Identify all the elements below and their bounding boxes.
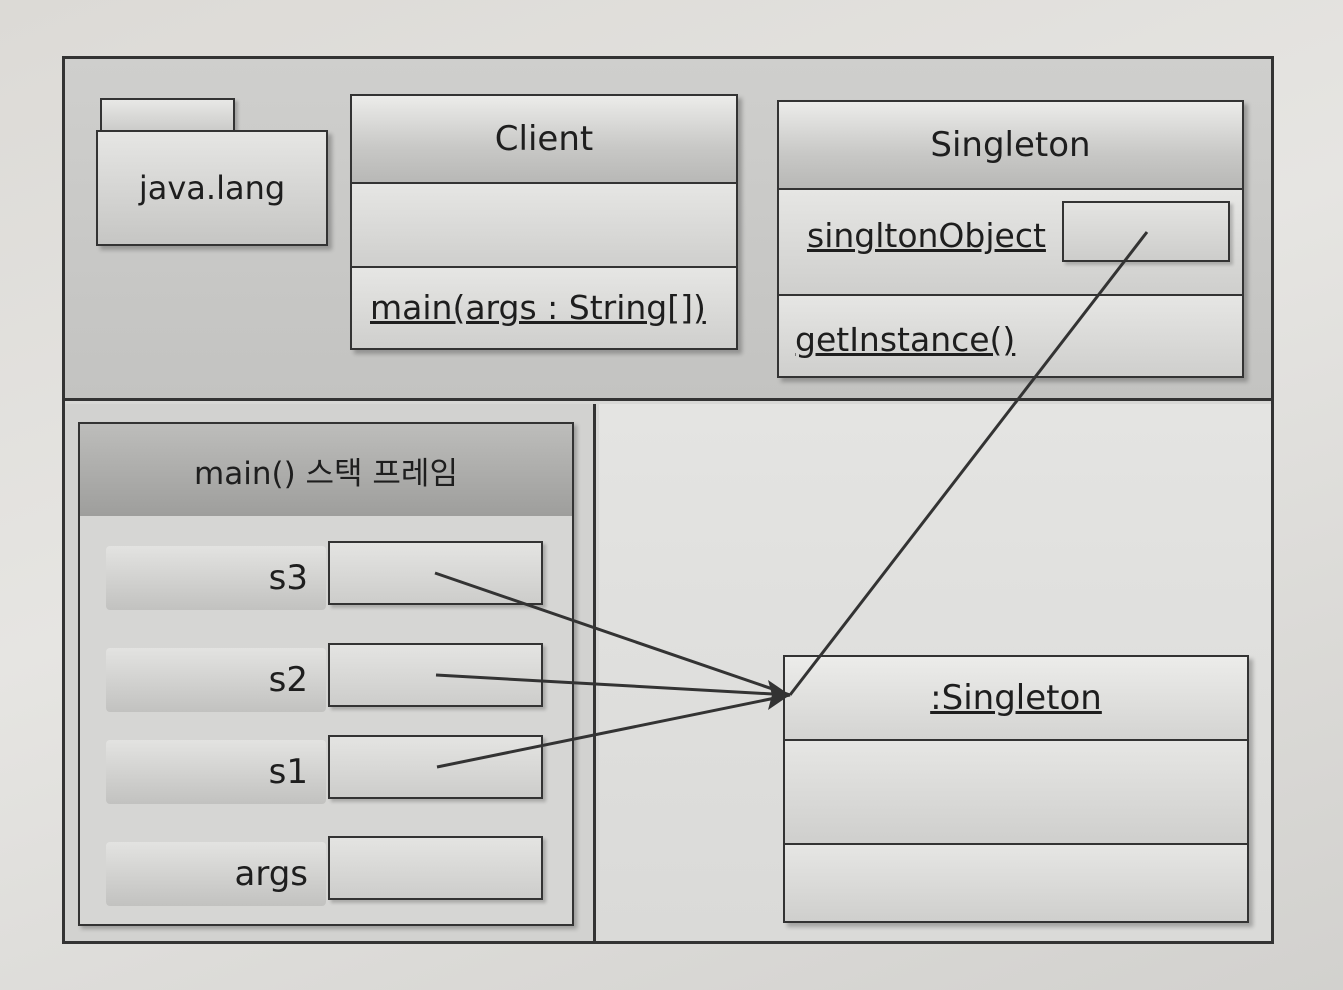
- var-slot-args: [328, 836, 543, 900]
- package-tab: [100, 98, 235, 136]
- package-name: java.lang: [138, 169, 286, 207]
- class-singleton-name: Singleton: [930, 125, 1091, 165]
- instance-header: :Singleton: [785, 657, 1247, 741]
- var-label-s2: s2: [106, 648, 326, 712]
- stack-frame-header: main() 스택 프레임: [80, 424, 572, 516]
- class-singleton-methods: getInstance(): [779, 294, 1242, 376]
- var-label-s1: s1: [106, 740, 326, 804]
- singleton-instance: :Singleton: [783, 655, 1249, 923]
- class-client: Client main(args : String[]): [350, 94, 738, 350]
- singleton-method-getinstance: getInstance(): [795, 320, 1016, 359]
- var-slot-s3: [328, 541, 543, 605]
- stack-frame-title: main() 스택 프레임: [194, 455, 458, 492]
- package-java-lang: java.lang: [96, 130, 328, 246]
- class-client-name: Client: [494, 119, 594, 159]
- class-client-header: Client: [352, 96, 736, 184]
- var-slot-s2: [328, 643, 543, 707]
- class-singleton-header: Singleton: [779, 102, 1242, 190]
- singleton-field-name: singltonObject: [807, 216, 1046, 255]
- var-slot-s1: [328, 735, 543, 799]
- class-client-methods: main(args : String[]): [352, 266, 736, 348]
- client-method-main: main(args : String[]): [370, 288, 706, 327]
- instance-methods: [785, 843, 1247, 921]
- var-label-args: args: [106, 842, 326, 906]
- var-label-s3: s3: [106, 546, 326, 610]
- instance-fields: [785, 741, 1247, 843]
- class-client-fields: [352, 184, 736, 266]
- singleton-field-slot: [1062, 201, 1230, 262]
- instance-name: :Singleton: [930, 678, 1102, 718]
